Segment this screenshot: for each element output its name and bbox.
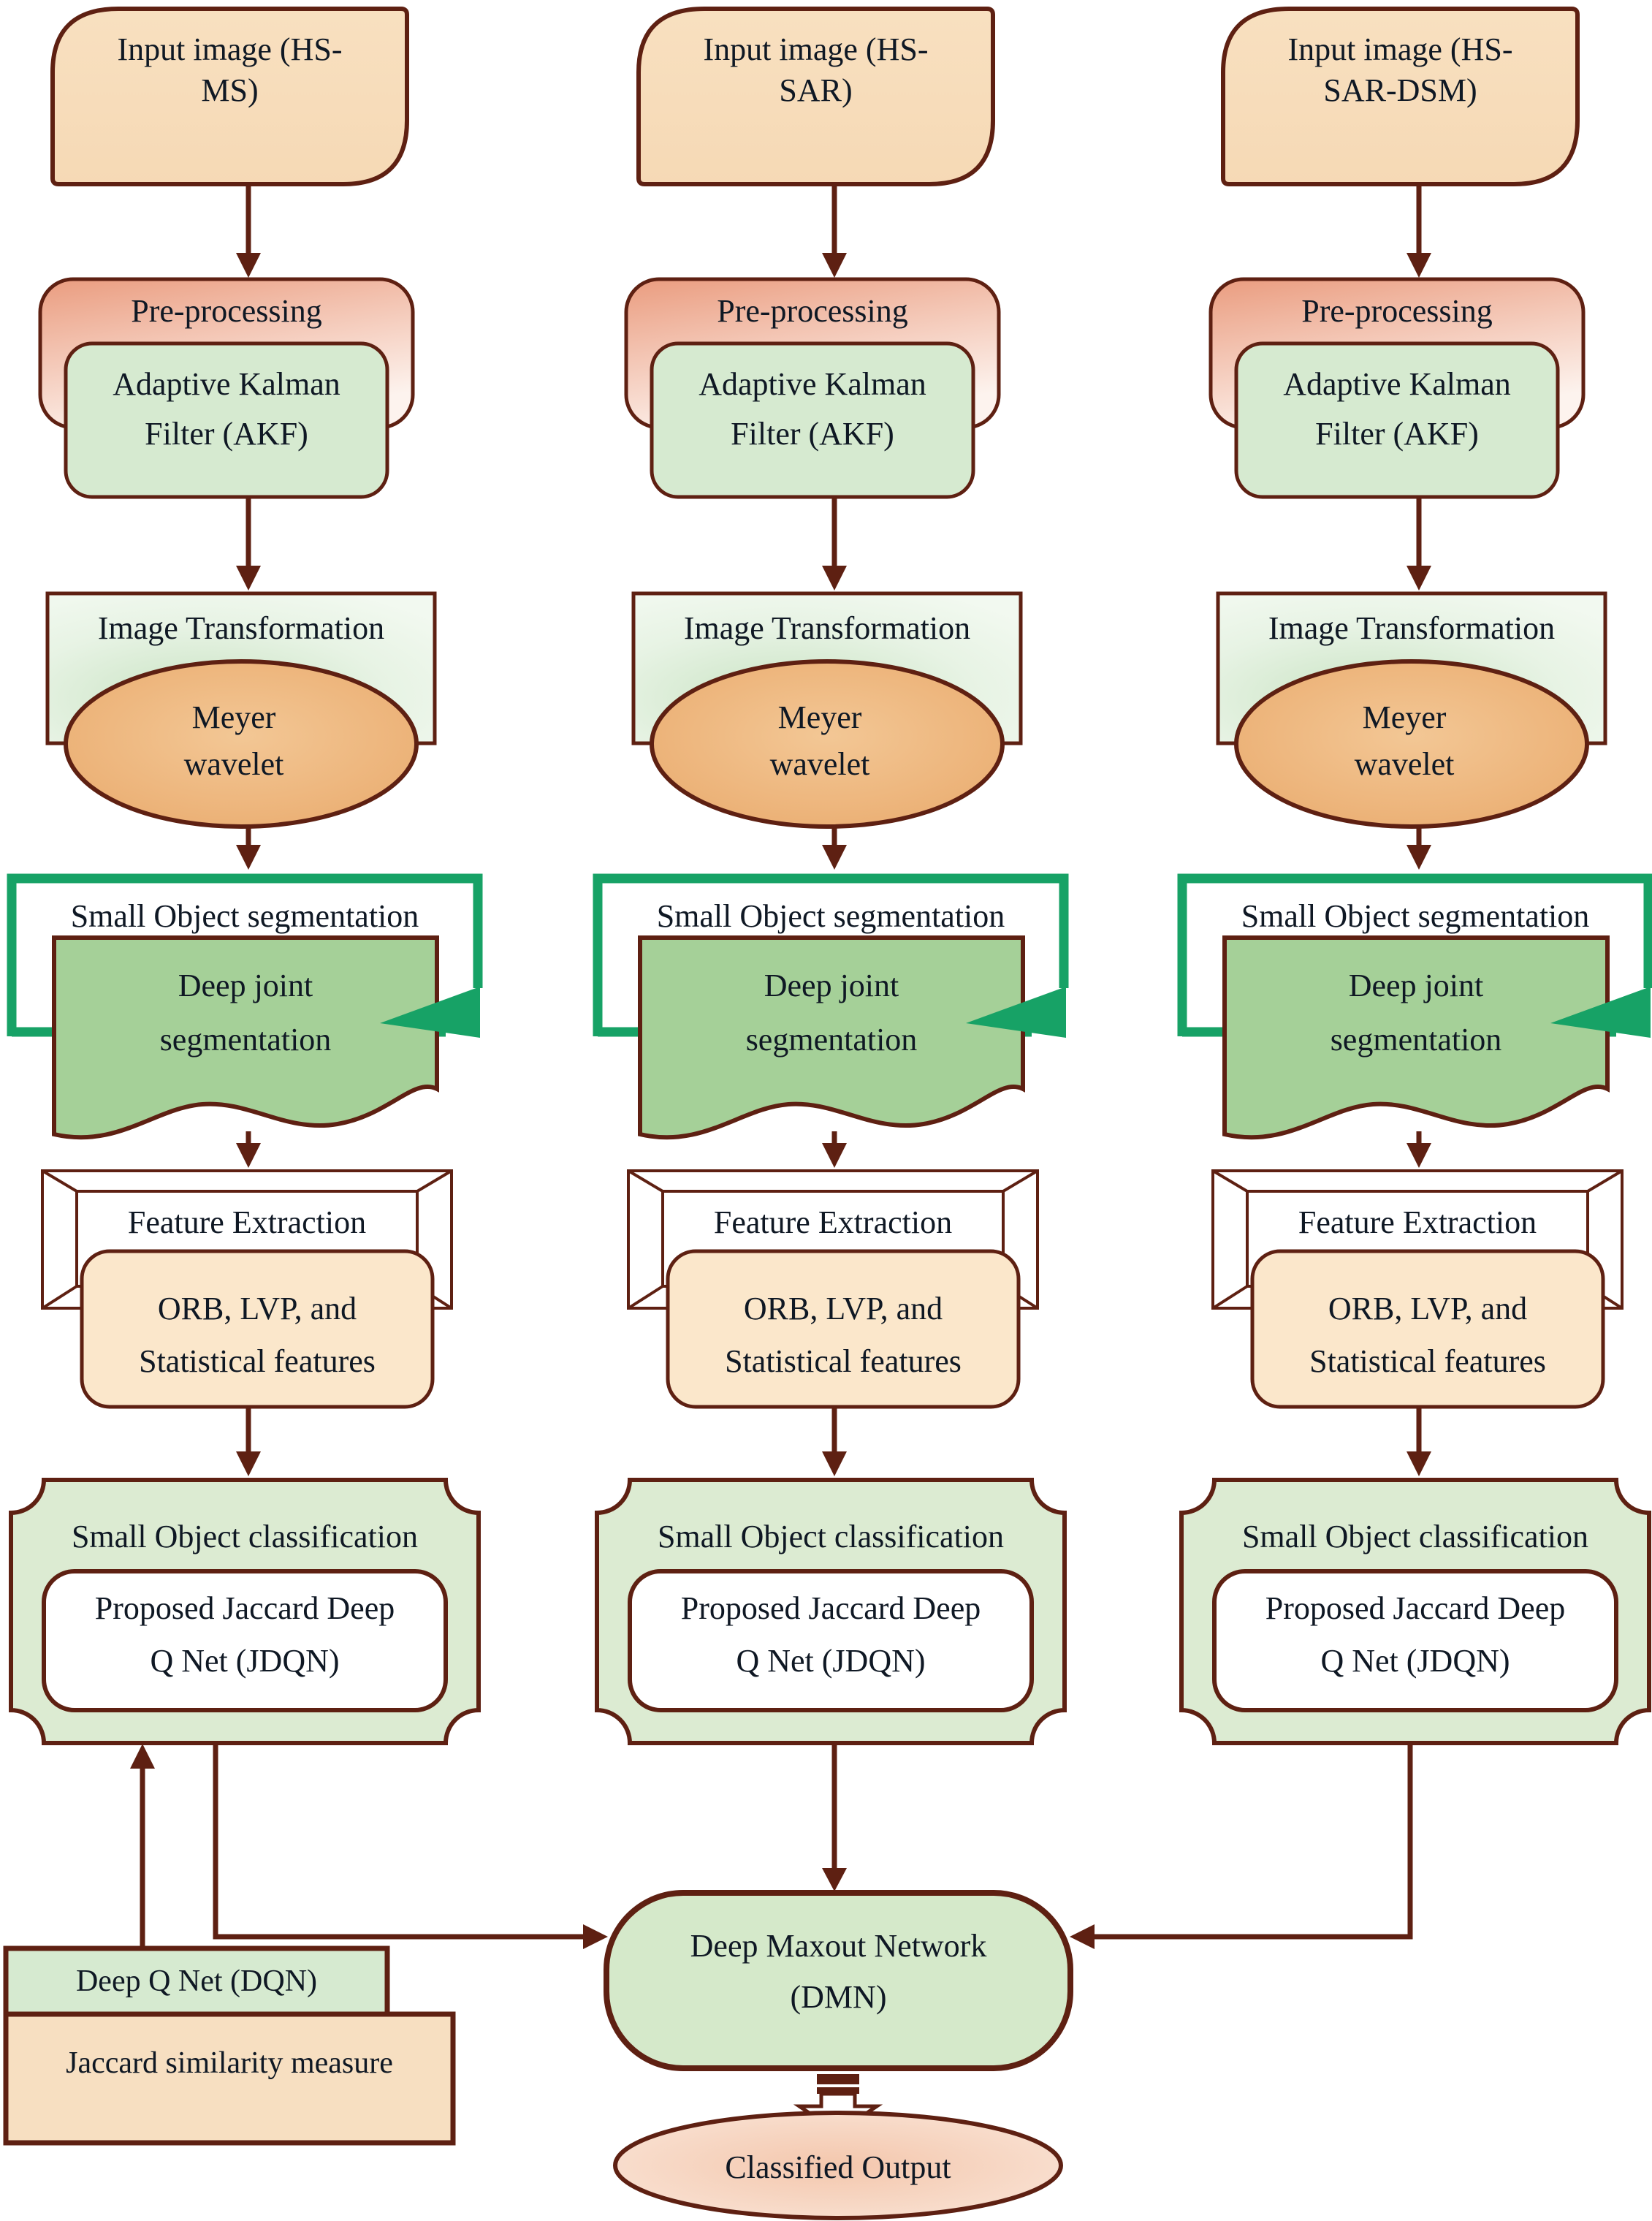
input-card-shape	[1221, 7, 1580, 186]
orb-features-shape	[80, 1249, 435, 1409]
frame-corner	[1002, 1169, 1039, 1193]
block-arrow-bar	[817, 2074, 859, 2084]
arrowhead	[583, 1924, 608, 1949]
block-arrow-bar	[817, 2087, 859, 2094]
classified-output-ellipse	[613, 2111, 1063, 2220]
arrowhead	[1407, 845, 1431, 870]
segmentation-frame	[1177, 873, 1652, 1036]
segmentation-frame-fold	[1550, 987, 1651, 1038]
frame-corner	[41, 1169, 78, 1193]
akf-shape	[1234, 341, 1560, 499]
arrowhead	[236, 845, 261, 870]
meyer-ellipse	[64, 659, 419, 829]
input-card-shape	[636, 7, 995, 186]
arrowhead	[1407, 1451, 1431, 1476]
akf-shape	[650, 341, 975, 499]
frame-corner	[1211, 1169, 1249, 1193]
arrowhead	[822, 566, 847, 591]
dmn-shape	[604, 1890, 1073, 2071]
frame-corner	[1586, 1169, 1624, 1193]
frame-corner	[1211, 1285, 1249, 1310]
connector-col1-dmn	[213, 1743, 593, 1940]
arrowhead	[1407, 566, 1431, 591]
arrowhead	[1407, 253, 1431, 278]
deep-joint-document-shape	[638, 935, 1025, 1140]
deep-joint-document-shape	[1222, 935, 1610, 1140]
dqn-shape	[3, 1945, 390, 2017]
arrowhead	[236, 253, 261, 278]
jdqn-shape	[628, 1569, 1034, 1712]
arrowhead	[236, 566, 261, 591]
frame-corner	[627, 1285, 664, 1310]
arrowhead	[822, 1868, 847, 1891]
meyer-ellipse	[650, 659, 1005, 829]
arrowhead	[822, 1451, 847, 1476]
orb-features-shape	[666, 1249, 1021, 1409]
meyer-ellipse	[1234, 659, 1589, 829]
arrowhead	[130, 1744, 155, 1769]
arrowhead	[236, 1143, 261, 1168]
input-card-shape	[50, 7, 409, 186]
frame-corner	[627, 1169, 664, 1193]
jaccard-shape	[3, 2011, 456, 2146]
arrowhead	[822, 845, 847, 870]
frame-corner	[416, 1169, 453, 1193]
column-2-shapes	[593, 7, 1069, 1745]
column-3-shapes	[1177, 7, 1652, 1745]
segmentation-frame	[7, 873, 483, 1036]
arrowhead	[1407, 1143, 1431, 1168]
deep-joint-document-shape	[52, 935, 439, 1140]
arrowhead	[822, 253, 847, 278]
frame-corner	[41, 1285, 78, 1310]
segmentation-frame-fold	[380, 987, 480, 1038]
segmentation-frame	[593, 873, 1069, 1036]
jdqn-shape	[42, 1569, 448, 1712]
arrowhead	[1070, 1924, 1095, 1949]
orb-features-shape	[1250, 1249, 1605, 1409]
jdqn-shape	[1212, 1569, 1618, 1712]
segmentation-frame-fold	[966, 987, 1066, 1038]
arrowhead	[822, 1143, 847, 1168]
akf-shape	[64, 341, 389, 499]
column-1-shapes	[7, 7, 483, 1745]
connector-col3-dmn	[1084, 1743, 1413, 1940]
arrowhead	[236, 1451, 261, 1476]
